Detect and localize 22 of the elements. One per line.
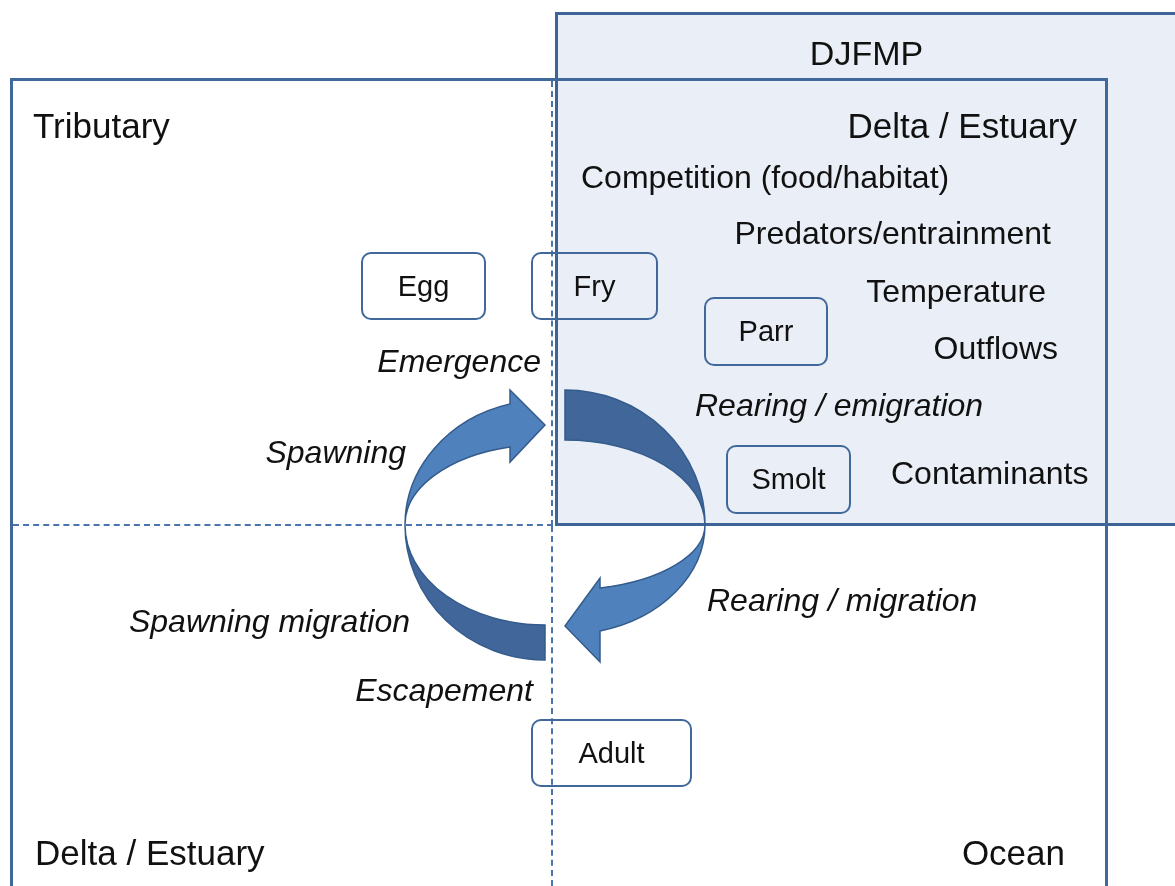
region-label: Delta / Estuary	[35, 835, 265, 871]
life-stage-box: Adult	[531, 719, 692, 787]
monitoring-area	[555, 12, 1175, 526]
stage-transition-label: Rearing / migration	[707, 582, 978, 618]
stage-transition-label: Emergence	[377, 343, 541, 379]
life-stage-box: Egg	[361, 252, 486, 320]
stage-transition-label: Spawning	[265, 434, 406, 470]
stage-transition-label: Rearing / emigration	[695, 387, 984, 423]
stage-transition-label: Spawning migration	[128, 603, 410, 639]
region-label: Ocean	[961, 835, 1065, 871]
stressor-label: Outflows	[933, 330, 1058, 366]
life-stage-box: Fry	[531, 252, 658, 320]
stressor-label: Contaminants	[891, 455, 1089, 491]
stage-transition-label: Escapement	[355, 672, 533, 708]
life-stage-box: Smolt	[726, 445, 851, 514]
life-stage-box: Parr	[704, 297, 828, 366]
stressor-label: Predators/entrainment	[734, 215, 1051, 251]
stressor-label: Competition (food/habitat)	[581, 159, 950, 195]
area-title: DJFMP	[809, 35, 924, 71]
region-label: Delta / Estuary	[847, 108, 1077, 144]
stressor-label: Temperature	[866, 273, 1046, 309]
region-label: Tributary	[33, 108, 170, 144]
